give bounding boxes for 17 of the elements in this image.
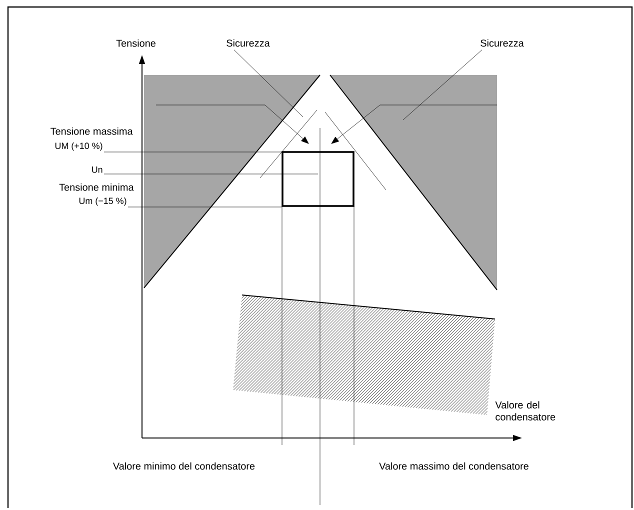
- callout-label: UM (+10 %): [55, 142, 102, 151]
- shaded-region: [144, 74, 320, 288]
- axis-label: Tensione massima: [50, 127, 133, 135]
- callout-label: Sicurezza: [480, 39, 524, 47]
- callout-label: Sicurezza: [226, 39, 270, 47]
- axis-label: Valore minimo del condensatore: [112, 462, 255, 470]
- axis-label: Valore massimo del condensatore: [379, 462, 528, 470]
- axis-label: Valore del condensatore: [495, 401, 556, 420]
- tolerance-box: [282, 151, 354, 207]
- callout-label: Un: [92, 166, 102, 173]
- axis-label: Tensione: [116, 39, 156, 47]
- leader-line: [402, 50, 482, 120]
- leader-line: [234, 50, 304, 118]
- callout-label: Um (−15 %): [79, 197, 126, 206]
- leader-line: [128, 206, 282, 208]
- axis-label: Tensione minima: [59, 183, 134, 191]
- shaded-region: [330, 74, 498, 290]
